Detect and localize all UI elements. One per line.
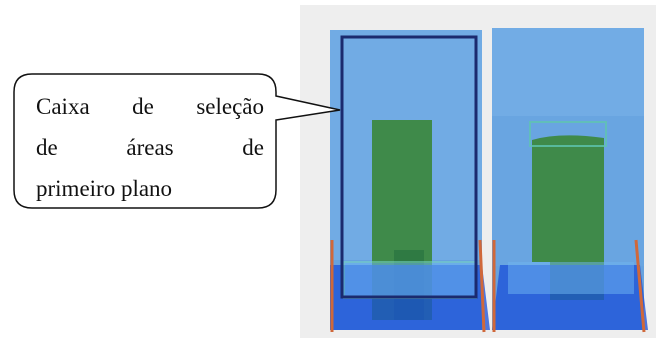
right-green-object-frame xyxy=(529,121,607,147)
callout-line-1: Caixa de seleção xyxy=(36,94,264,119)
left-tray-highlight xyxy=(343,261,477,299)
right-tray-highlight xyxy=(508,262,634,294)
left-orange-edge-right xyxy=(478,239,486,333)
selection-box xyxy=(340,35,478,299)
callout-label: Caixa de seleção de áreas de primeiro pl… xyxy=(36,86,264,209)
right-orange-edge-right xyxy=(634,239,646,333)
callout-bubble xyxy=(13,73,341,209)
right-green-object xyxy=(532,135,604,300)
right-light-overlay xyxy=(492,28,644,116)
callout-line-3: primeiro plano xyxy=(36,176,173,201)
callout-line-2: de áreas de xyxy=(36,135,264,160)
left-frame xyxy=(330,30,490,333)
right-frame xyxy=(492,28,648,333)
